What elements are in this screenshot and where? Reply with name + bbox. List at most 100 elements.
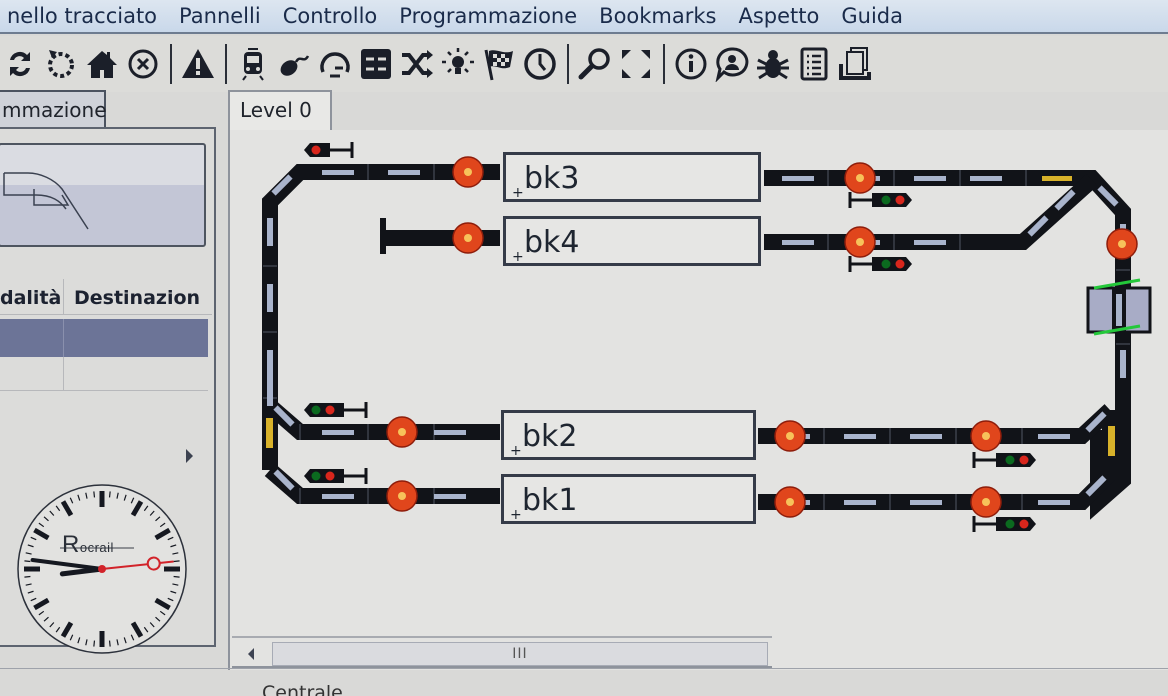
fullscreen-icon[interactable]	[616, 42, 656, 86]
track-sleeper	[434, 430, 466, 435]
table-row-selected[interactable]	[0, 319, 208, 357]
clock-minute-mark	[85, 492, 88, 499]
refresh-icon[interactable]	[0, 42, 40, 86]
menu-tracciato[interactable]: nello tracciato	[7, 4, 158, 28]
clock-minute-mark	[172, 552, 179, 555]
clock-minute-mark	[93, 640, 96, 647]
scroll-thumb[interactable]: III	[272, 642, 768, 666]
track-sleeper	[267, 218, 273, 246]
column-destinazione[interactable]: Destinazion	[74, 287, 201, 309]
toolbar-separator	[567, 44, 569, 84]
tab-programmazione[interactable]: mmazione	[0, 90, 107, 128]
clock-minute-mark	[173, 560, 180, 563]
menu-bookmarks[interactable]: Bookmarks	[599, 4, 717, 28]
clock-minute-mark	[27, 590, 34, 594]
toolbar	[0, 36, 1168, 92]
home-icon[interactable]	[82, 42, 122, 86]
block-bk1[interactable]: + bk1	[501, 474, 756, 524]
clock-minute-mark	[43, 516, 49, 522]
horizontal-scrollbar[interactable]: III	[232, 636, 772, 668]
train-icon[interactable]	[233, 42, 273, 86]
table-header: dalità Destinazion	[0, 279, 212, 315]
clock-minute-mark	[69, 634, 74, 641]
clock-brand-logo: Rocrail	[62, 531, 114, 558]
track-sleeper	[1120, 350, 1126, 378]
track-sleeper	[1038, 434, 1070, 439]
clock-minute-mark	[30, 536, 37, 541]
clock-icon[interactable]	[520, 42, 560, 86]
clock-minute-mark	[25, 583, 32, 586]
shuffle-icon[interactable]	[397, 42, 437, 86]
track-sleeper	[1085, 475, 1107, 497]
clock-hour-mark	[130, 500, 144, 517]
magnifier-icon[interactable]	[575, 42, 615, 86]
menu-aspetto[interactable]: Aspetto	[738, 4, 820, 28]
signal-icon	[304, 142, 354, 158]
occupied-marker	[1042, 176, 1072, 181]
menu-programmazione[interactable]: Programmazione	[399, 4, 578, 28]
loco-image[interactable]	[0, 143, 206, 247]
sensor-icon	[774, 486, 806, 518]
clock-minute-mark	[159, 610, 166, 616]
clock-minute-mark	[49, 510, 55, 516]
clock-hour-mark	[130, 621, 144, 638]
block-label: bk4	[524, 225, 580, 260]
block-label: bk2	[522, 419, 578, 454]
track-sleeper	[322, 430, 354, 435]
track-sleeper	[910, 500, 942, 505]
checkered-flag-icon[interactable]	[479, 42, 519, 86]
menu-guida[interactable]: Guida	[841, 4, 903, 28]
sensor-icon	[1106, 228, 1138, 260]
warning-icon[interactable]	[178, 42, 218, 86]
menu-pannelli[interactable]: Pannelli	[179, 4, 261, 28]
clock-minute-mark	[43, 616, 49, 622]
clock-minute-mark	[49, 622, 55, 628]
block-bk2[interactable]: + bk2	[501, 410, 756, 460]
lightbulb-icon[interactable]	[438, 42, 478, 86]
stop-circle-icon[interactable]	[123, 42, 163, 86]
table-row[interactable]	[0, 357, 208, 391]
tab-level-0[interactable]: Level 0	[228, 90, 332, 132]
clock-minute-mark	[108, 491, 111, 498]
clock-minute-mark	[38, 522, 45, 528]
menu-controllo[interactable]: Controllo	[282, 4, 378, 28]
list-icon[interactable]	[794, 42, 834, 86]
clock-minute-mark	[130, 497, 135, 504]
track-sleeper	[271, 174, 293, 196]
scroll-left-icon[interactable]	[248, 648, 254, 660]
block-bk4[interactable]: + bk4	[503, 216, 761, 266]
clock-minute-mark	[130, 634, 135, 641]
undo-dotted-icon[interactable]	[41, 42, 81, 86]
clock-minute-mark	[167, 536, 174, 541]
clock-minute-mark	[85, 639, 88, 646]
clock-minute-mark	[93, 491, 96, 498]
documents-icon[interactable]	[835, 42, 875, 86]
clock-minute-mark	[108, 640, 111, 647]
table-cell	[0, 319, 64, 357]
speedometer-icon[interactable]	[315, 42, 355, 86]
clock-minute-mark	[77, 494, 81, 501]
clock-minute-mark	[38, 610, 45, 616]
block-bk3[interactable]: + bk3	[503, 152, 761, 202]
column-modalita[interactable]: dalità	[0, 279, 64, 314]
sensor-icon	[970, 420, 1002, 452]
bug-icon[interactable]	[753, 42, 793, 86]
track-sleeper	[273, 469, 295, 491]
clock-minute-mark	[155, 616, 161, 622]
track-diagram	[262, 142, 1152, 532]
clock-minute-mark	[77, 637, 81, 644]
expand-arrow-icon[interactable]	[186, 449, 193, 463]
menubar: nello tracciato Pannelli Controllo Progr…	[0, 0, 1168, 34]
mouse-icon[interactable]	[274, 42, 314, 86]
occupied-marker	[1108, 426, 1115, 456]
segment-joints	[263, 164, 1130, 510]
clock-minute-mark	[30, 597, 37, 602]
track-sleeper	[844, 434, 876, 439]
track-sleeper	[910, 434, 942, 439]
track-sleeper	[914, 176, 946, 181]
info-icon[interactable]	[671, 42, 711, 86]
switchboard-icon[interactable]	[356, 42, 396, 86]
track-bk2-right	[758, 404, 1116, 444]
chat-user-icon[interactable]	[712, 42, 752, 86]
track-sleeper	[782, 176, 814, 181]
